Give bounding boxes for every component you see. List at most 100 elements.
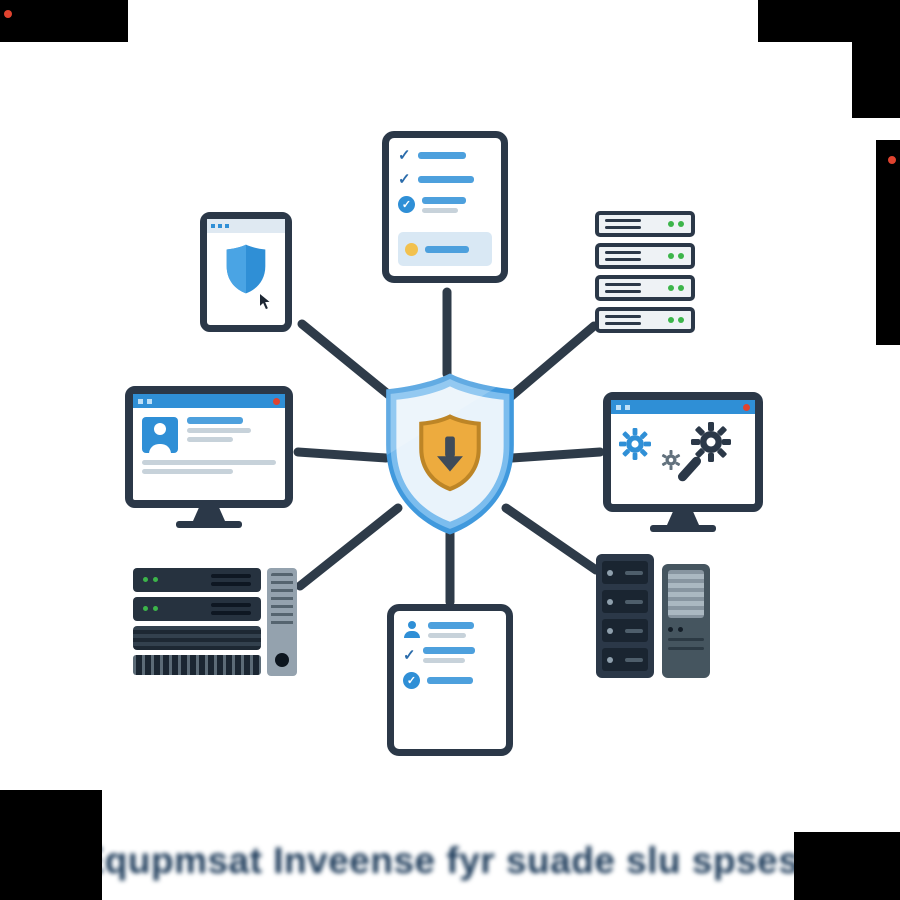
window-dot-icon bbox=[138, 398, 143, 404]
window-dot-icon bbox=[218, 224, 222, 228]
gear-icon bbox=[619, 428, 651, 460]
text-lines bbox=[422, 196, 466, 213]
led-indicator bbox=[678, 317, 684, 323]
vent-line bbox=[605, 283, 641, 286]
vent-line bbox=[605, 315, 641, 318]
vent-panel bbox=[668, 570, 704, 618]
window-dot-icon bbox=[147, 398, 152, 404]
led-indicator bbox=[678, 285, 684, 291]
text-line bbox=[417, 176, 474, 183]
checklist-row: ✓ bbox=[403, 647, 497, 663]
vent-stripes bbox=[271, 573, 293, 627]
rack-server bbox=[133, 568, 297, 676]
server-rack bbox=[595, 211, 695, 333]
window-titlebar bbox=[133, 394, 285, 408]
drive-bay bbox=[602, 619, 648, 642]
window-titlebar bbox=[611, 400, 755, 414]
text-line bbox=[422, 196, 466, 204]
led-indicator bbox=[668, 285, 674, 291]
window-dot-icon bbox=[225, 224, 229, 228]
drive-slot bbox=[211, 603, 251, 607]
settings-monitor bbox=[603, 392, 763, 532]
profile-row bbox=[142, 417, 276, 453]
close-dot-icon bbox=[743, 403, 750, 411]
download-arrow-icon bbox=[437, 436, 463, 472]
server-unit bbox=[595, 307, 695, 333]
drive-slot bbox=[668, 647, 704, 650]
led-row bbox=[668, 627, 704, 632]
tablet-shield bbox=[200, 212, 292, 332]
led-indicator bbox=[153, 577, 158, 582]
text-lines bbox=[187, 417, 251, 453]
black-corner-patch bbox=[794, 832, 900, 900]
black-corner-patch bbox=[0, 790, 102, 900]
server-unit bbox=[133, 597, 261, 621]
led-indicator bbox=[678, 221, 684, 227]
checklist-row: ✓ bbox=[398, 196, 492, 213]
profile-monitor bbox=[125, 386, 293, 528]
drive-bay bbox=[602, 648, 648, 671]
text-line bbox=[187, 437, 233, 442]
circle-check-icon: ✓ bbox=[398, 196, 415, 213]
gear-icon bbox=[691, 422, 731, 462]
checkmark-icon: ✓ bbox=[398, 147, 411, 164]
caption-text: Equpmsat Inveense fyr suade slu spsese bbox=[79, 840, 821, 881]
vent-line bbox=[605, 290, 641, 293]
person-icon bbox=[403, 621, 421, 638]
text-line bbox=[422, 658, 465, 663]
text-line bbox=[422, 207, 458, 213]
text-lines bbox=[422, 647, 475, 663]
yellow-dot-icon bbox=[405, 242, 418, 256]
text-line bbox=[187, 428, 251, 433]
led-indicator bbox=[678, 253, 684, 259]
text-line bbox=[187, 417, 243, 424]
red-dot-artifact bbox=[888, 156, 896, 164]
vent-line bbox=[605, 322, 641, 325]
checkmark-icon: ✓ bbox=[403, 646, 416, 664]
server-unit bbox=[595, 275, 695, 301]
server-unit bbox=[133, 568, 261, 592]
drive-bay bbox=[602, 590, 648, 613]
checklist-row: ✓ bbox=[398, 148, 492, 163]
led-indicator bbox=[153, 606, 158, 611]
gear-icon bbox=[661, 450, 681, 470]
vent-line bbox=[605, 251, 641, 254]
rack-body bbox=[133, 568, 261, 676]
text-lines bbox=[428, 621, 474, 638]
monitor-base bbox=[650, 525, 716, 532]
profile-card bbox=[133, 408, 285, 483]
vent-line bbox=[605, 219, 641, 222]
monitor-stand bbox=[193, 508, 225, 521]
led-indicator bbox=[143, 577, 148, 582]
side-tower bbox=[267, 568, 297, 676]
text-line bbox=[428, 621, 474, 629]
checklist-document: ✓ ✓ ✓ bbox=[382, 131, 508, 283]
drive-slot bbox=[211, 582, 251, 586]
vent-panel bbox=[133, 655, 261, 675]
highlight-band bbox=[398, 232, 492, 266]
pc-tower bbox=[662, 564, 710, 678]
text-line bbox=[417, 152, 466, 159]
vent-line bbox=[605, 258, 641, 261]
gears-screen bbox=[611, 414, 755, 504]
circle-check-icon: ✓ bbox=[403, 672, 420, 689]
drive-slot bbox=[211, 574, 251, 578]
led-indicator bbox=[668, 317, 674, 323]
checklist-row: ✓ bbox=[398, 172, 492, 187]
led-indicator bbox=[668, 221, 674, 227]
monitor-base bbox=[176, 521, 242, 528]
led-indicator bbox=[143, 606, 148, 611]
browser-bar bbox=[207, 219, 285, 233]
shield-icon bbox=[226, 244, 266, 294]
shield-download-icon bbox=[386, 373, 514, 535]
black-corner-patch bbox=[852, 0, 900, 118]
text-line bbox=[142, 469, 234, 474]
checkmark-icon: ✓ bbox=[398, 171, 411, 188]
text-line bbox=[428, 632, 466, 638]
power-knob-icon bbox=[275, 653, 289, 667]
security-shield bbox=[374, 368, 526, 540]
server-tower bbox=[596, 554, 654, 678]
cursor-icon bbox=[259, 292, 273, 311]
